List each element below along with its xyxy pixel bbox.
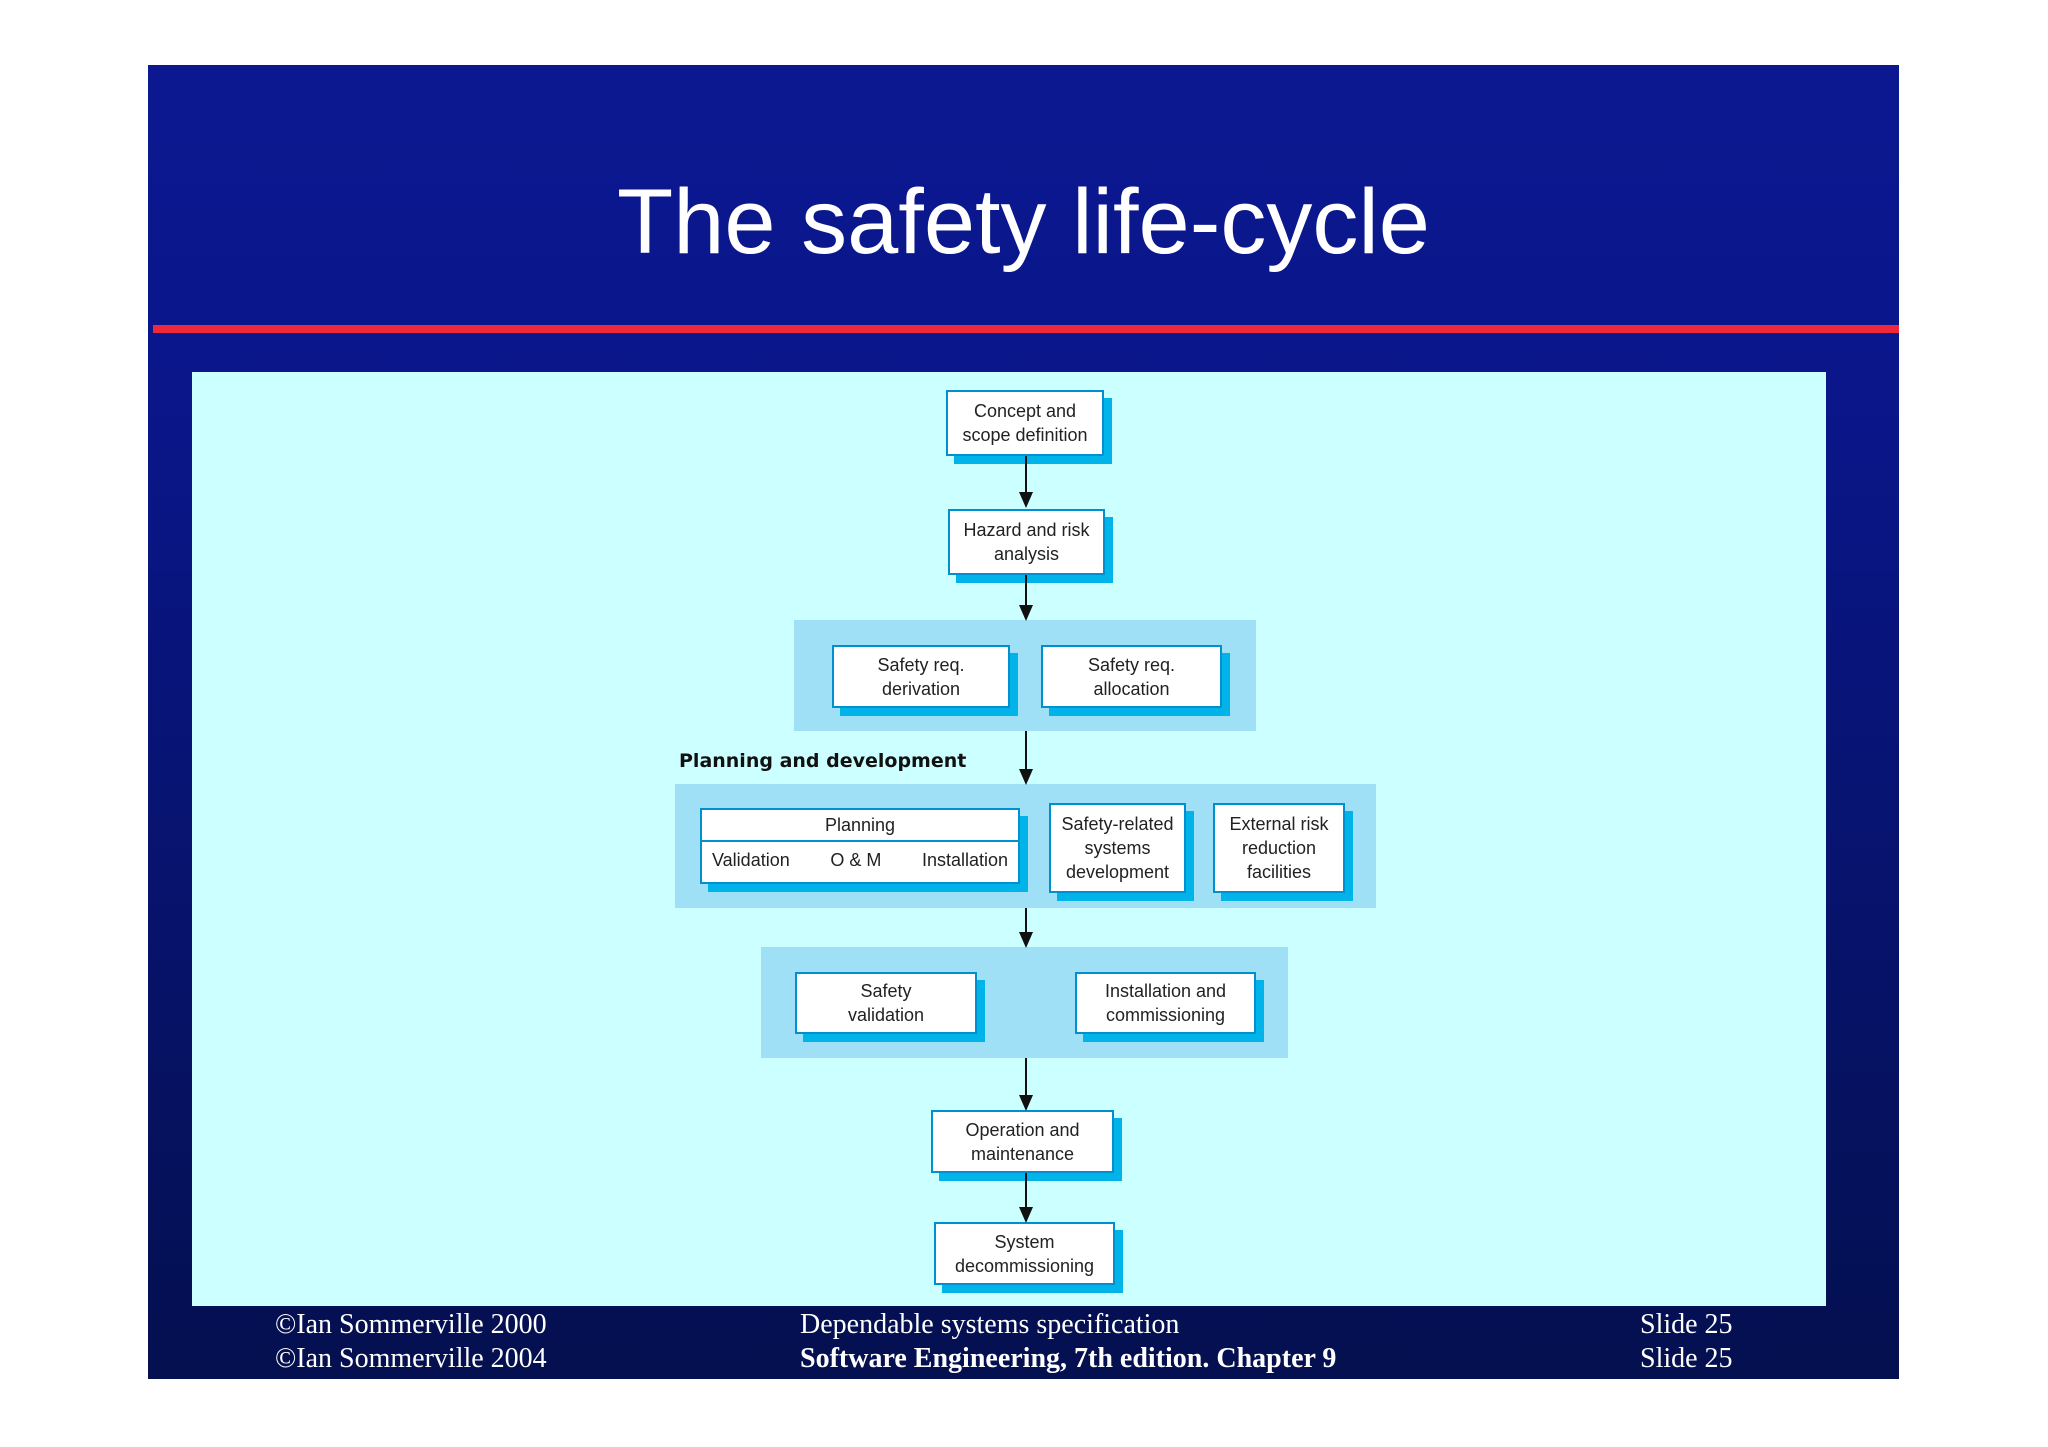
arrow-2 [1019, 575, 1033, 621]
operation-maintenance-box: Operation and maintenance [931, 1110, 1114, 1173]
arrow-5 [1019, 1058, 1033, 1111]
om-cell: O & M [830, 850, 882, 870]
footer-slide-number-b: Slide 25 [1640, 1343, 1733, 1374]
validation-cell: Validation [712, 850, 790, 870]
allocation-box: Safety req. allocation [1041, 645, 1222, 708]
footer-center-book: Software Engineering, 7th edition. Chapt… [800, 1343, 1337, 1374]
slide-title: The safety life-cycle [617, 171, 1430, 273]
hazard-box: Hazard and risk analysis [948, 509, 1105, 575]
arrow-6 [1019, 1173, 1033, 1223]
installation-cell: Installation [921, 850, 1008, 870]
external-risk-box: External risk reduction facilities [1213, 803, 1345, 893]
decommissioning-box: System decommissioning [934, 1222, 1115, 1285]
planning-development-label: Planning and development [679, 750, 967, 772]
planning-header: Planning [702, 810, 1018, 842]
arrow-4 [1019, 908, 1033, 948]
safety-validation-box: Safety validation [795, 972, 977, 1034]
concept-box: Concept and scope definition [946, 390, 1104, 456]
arrow-1 [1019, 456, 1033, 508]
installation-commissioning-box: Installation and commissioning [1075, 972, 1256, 1034]
footer-center-chapter-title: Dependable systems specification [800, 1309, 1180, 1340]
derivation-box: Safety req. derivation [832, 645, 1010, 708]
safety-related-systems-box: Safety-related systems development [1049, 803, 1186, 893]
arrow-3 [1019, 731, 1033, 785]
footer-copyright-2004: ©Ian Sommerville 2004 [275, 1343, 547, 1374]
footer-slide-number-a: Slide 25 [1640, 1309, 1733, 1340]
title-divider [153, 325, 1899, 333]
planning-box: Planning Validation O & M Installation [700, 808, 1020, 884]
footer-copyright-2000: ©Ian Sommerville 2000 [275, 1309, 547, 1340]
